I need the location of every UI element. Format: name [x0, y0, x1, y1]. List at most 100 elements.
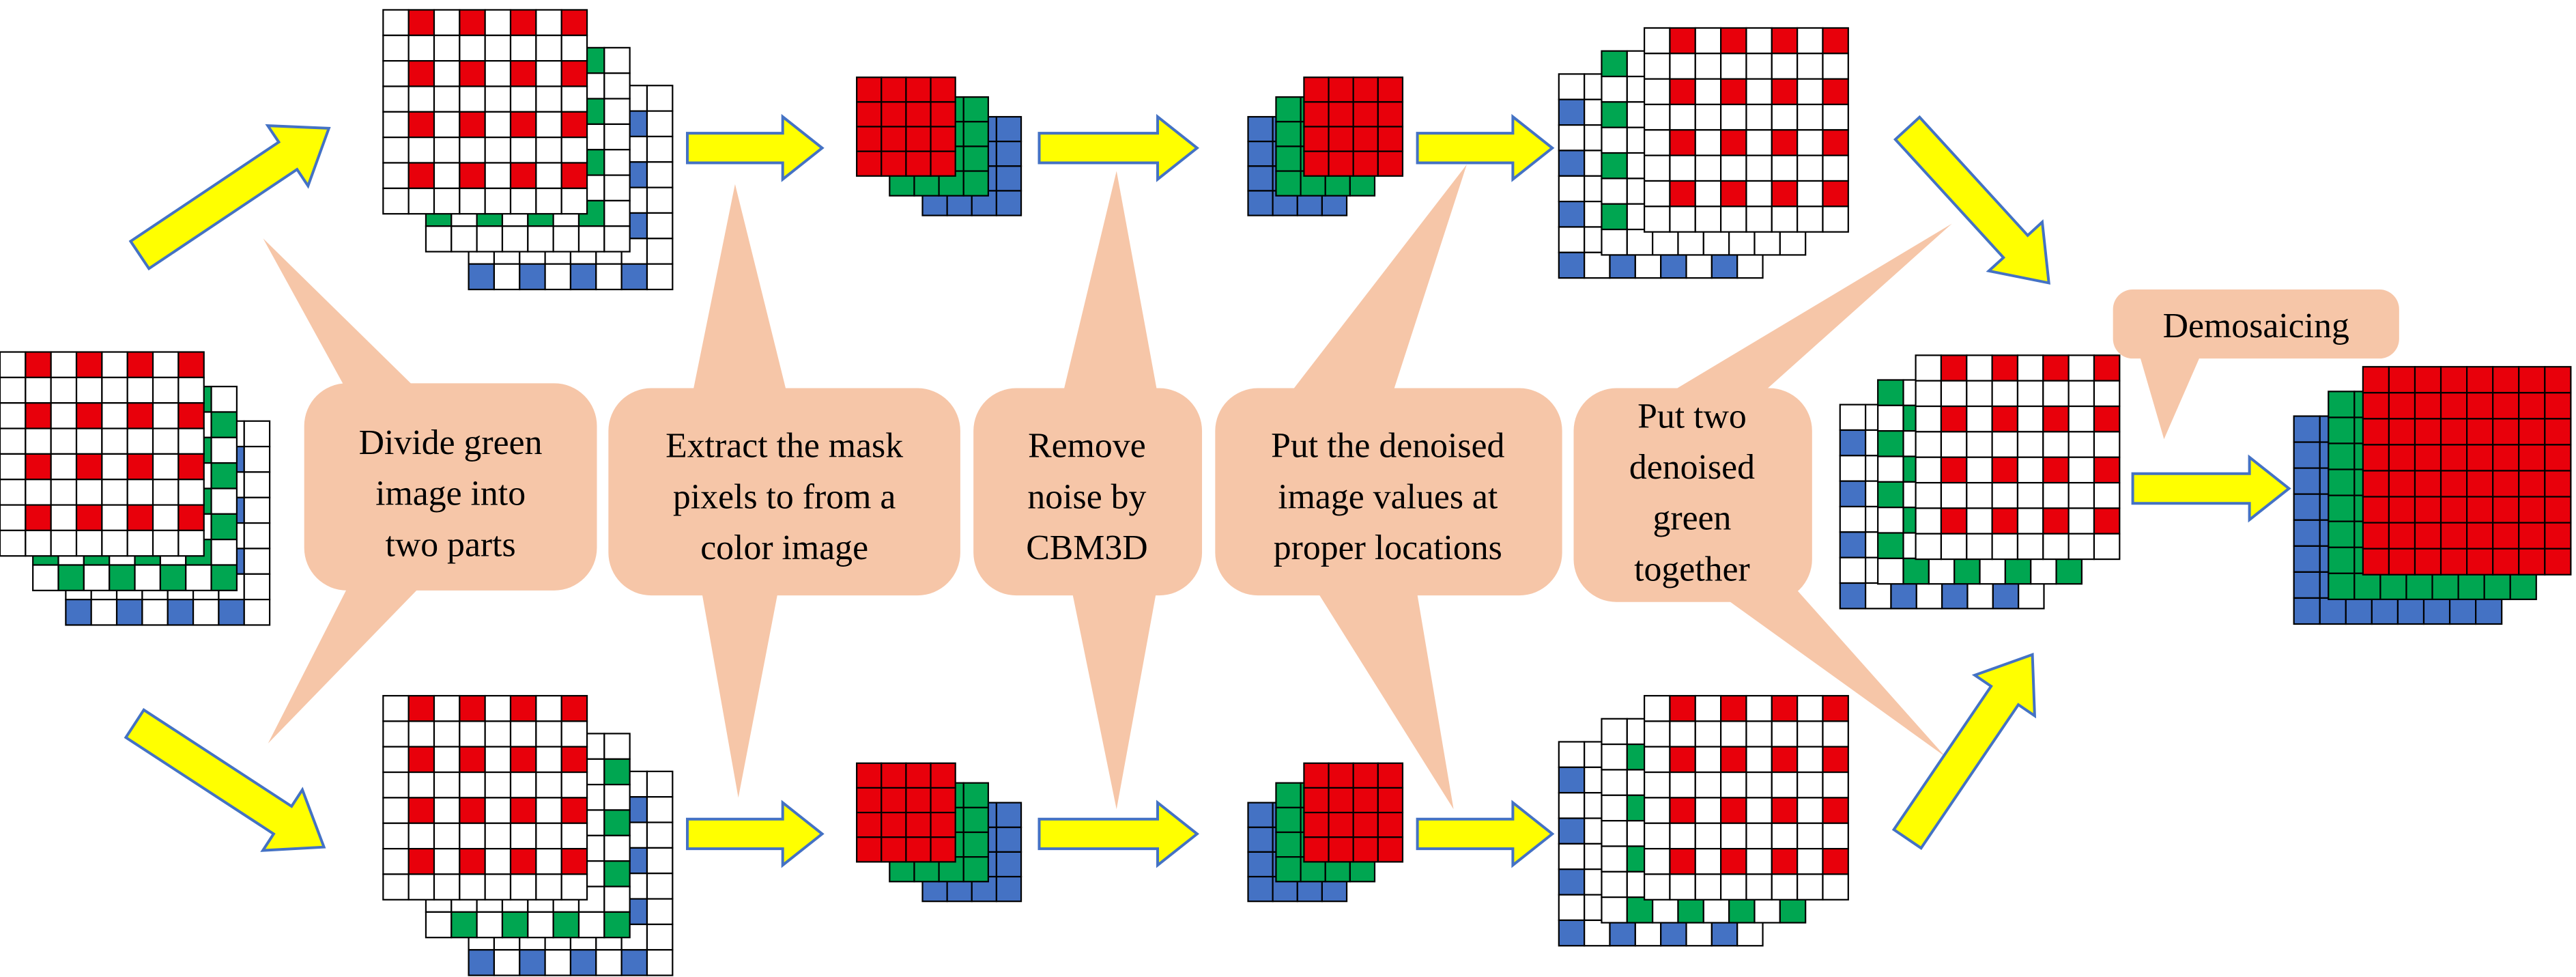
pixel-cell [407, 60, 435, 87]
pixel-cell [407, 694, 435, 722]
pixel-cell [2439, 548, 2468, 576]
pixel-cell [484, 60, 512, 87]
pixel-cell [1822, 720, 1849, 748]
pixel-cell [101, 427, 128, 455]
pixel-cell [177, 351, 205, 378]
pixel-cell [1902, 557, 1930, 585]
pixel-cell [152, 427, 180, 455]
pixel-cell [2293, 415, 2321, 443]
pixel-cell [433, 797, 461, 824]
pixel-cell [1877, 379, 1904, 406]
merged-cfa-stack [1839, 354, 2121, 610]
pixel-cell [560, 137, 588, 164]
pixel-cell [243, 420, 271, 448]
pixel-cell [1991, 456, 2019, 484]
pixel-cell [1720, 746, 1747, 774]
pixel-cell [930, 126, 956, 152]
pixel-cell [2509, 572, 2537, 600]
pixel-cell [2328, 494, 2356, 522]
upper-denoised-stack-plane-solid-red [1303, 76, 1404, 177]
pixel-cell [595, 949, 622, 976]
pixel-cell [484, 34, 512, 62]
pixel-cell [1660, 919, 1687, 947]
pixel-cell [2439, 470, 2468, 498]
pixel-cell [1745, 78, 1773, 106]
pixel-cell [962, 96, 989, 123]
pixel-cell [1754, 228, 1781, 256]
upper-restored-stack-plane-red [1643, 27, 1849, 233]
extract-label-line: Extract the mask [666, 427, 903, 466]
pixel-cell [2492, 548, 2520, 576]
remove-box [973, 388, 1203, 596]
pixel-cell [25, 351, 52, 378]
arrow-extract-lower [686, 799, 825, 868]
pixel-cell [243, 471, 271, 498]
pixel-cell [101, 529, 128, 557]
put-two-pointer-up [1652, 223, 1952, 403]
pixel-cell [1940, 354, 1968, 382]
pixel-cell [0, 529, 27, 557]
pixel-cell [881, 126, 907, 152]
pixel-cell [2362, 366, 2390, 394]
pixel-cell [1669, 797, 1696, 824]
pixel-cell [1643, 206, 1671, 233]
pixel-cell [509, 9, 537, 36]
pixel-cell [459, 822, 486, 850]
pixel-cell [433, 720, 461, 748]
pixel-cell [856, 787, 883, 814]
pixel-cell [1377, 76, 1404, 103]
pixel-cell [1720, 822, 1747, 850]
pixel-cell [2466, 392, 2494, 420]
pixel-cell [2396, 597, 2425, 625]
pixel-cell [1915, 354, 1943, 382]
pixel-cell [1797, 771, 1824, 799]
pixel-cell [1558, 868, 1586, 896]
pixel-cell [2328, 391, 2356, 419]
pixel-cell [2362, 470, 2390, 498]
pixel-cell [577, 911, 605, 939]
pixel-cell [1966, 405, 1993, 433]
upper-denoised-stack [1247, 76, 1404, 216]
pixel-cell [1601, 50, 1628, 78]
pixel-cell [1877, 481, 1904, 509]
pixel-cell [646, 135, 674, 163]
pixel-cell [407, 822, 435, 850]
pixel-cell [1660, 251, 1687, 279]
pixel-cell [560, 797, 588, 824]
pixel-cell [2414, 548, 2442, 576]
pixel-cell [1601, 744, 1628, 771]
pixel-cell [2492, 444, 2520, 472]
pixel-cell [50, 351, 78, 378]
pixel-cell [1915, 533, 1943, 561]
pixel-cell [1643, 27, 1671, 55]
pixel-cell [126, 427, 154, 455]
pixel-cell [1275, 782, 1302, 808]
pixel-cell [560, 187, 588, 215]
pixel-cell [2518, 392, 2546, 420]
pixel-cell [1915, 456, 1943, 484]
pixel-cell [620, 263, 648, 291]
pixel-cell [552, 225, 580, 253]
pixel-cell [433, 873, 461, 901]
pixel-cell [1745, 206, 1773, 233]
pixel-cell [243, 496, 271, 524]
pixel-cell [1771, 822, 1799, 850]
pixel-cell [1797, 78, 1824, 106]
pixel-cell [1720, 206, 1747, 233]
pixel-cell [2093, 507, 2121, 535]
pixel-cell [962, 806, 989, 834]
divide-label-line: Divide green [359, 423, 543, 462]
pixel-cell [509, 822, 537, 850]
pixel-cell [2518, 366, 2546, 394]
extract-pointer-down [698, 576, 782, 798]
pixel-cell [1601, 718, 1628, 746]
pixel-cell [1643, 720, 1671, 748]
pixel-cell [1720, 873, 1747, 901]
pixel-cell [1247, 802, 1274, 828]
pixel-cell [560, 694, 588, 722]
pixel-cell [407, 187, 435, 215]
pixel-cell [1352, 762, 1379, 789]
pixel-cell [2042, 405, 2070, 433]
pixel-cell [1966, 533, 1993, 561]
pixel-cell [1822, 180, 1849, 208]
